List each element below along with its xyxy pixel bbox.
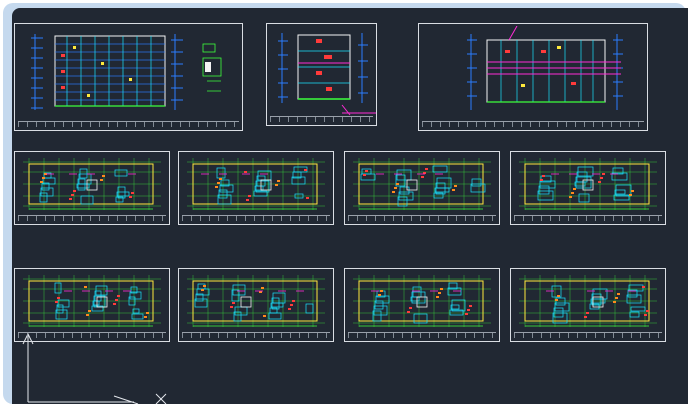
sheet-elevation-left[interactable] [14,23,243,131]
sheet-floorplan-4[interactable] [510,151,666,225]
floor-plan-drawing [353,275,491,327]
floor-plan-drawing [187,275,325,327]
floor-plan-drawing [353,158,491,210]
title-block [514,215,662,221]
floor-plan-drawing [23,275,161,327]
title-block [18,332,166,338]
title-block [18,121,239,127]
floor-plan-drawing [23,158,161,210]
sheet-floorplan-8[interactable] [510,268,666,342]
title-block [182,215,330,221]
title-block [348,332,496,338]
section-drawing [278,33,376,116]
elevation-drawing [467,26,623,110]
sheet-floorplan-3[interactable] [344,151,500,225]
elevation-drawing [31,34,222,110]
title-block [18,215,166,221]
drawing-viewport[interactable] [12,8,688,404]
title-block [514,332,662,338]
title-block [422,121,644,127]
floor-plan-drawing [519,158,657,210]
sheet-floorplan-7[interactable] [344,268,500,342]
sheet-floorplan-6[interactable] [178,268,334,342]
sheet-floorplan-2[interactable] [178,151,334,225]
sheet-section-center[interactable] [266,23,377,126]
title-block [348,215,496,221]
title-block [182,332,330,338]
sheet-floorplan-5[interactable] [14,268,170,342]
floor-plan-drawing [187,158,325,210]
title-block [270,116,373,122]
sheet-elevation-right[interactable] [418,23,648,131]
floor-plan-drawing [519,275,657,327]
sheet-floorplan-1[interactable] [14,151,170,225]
